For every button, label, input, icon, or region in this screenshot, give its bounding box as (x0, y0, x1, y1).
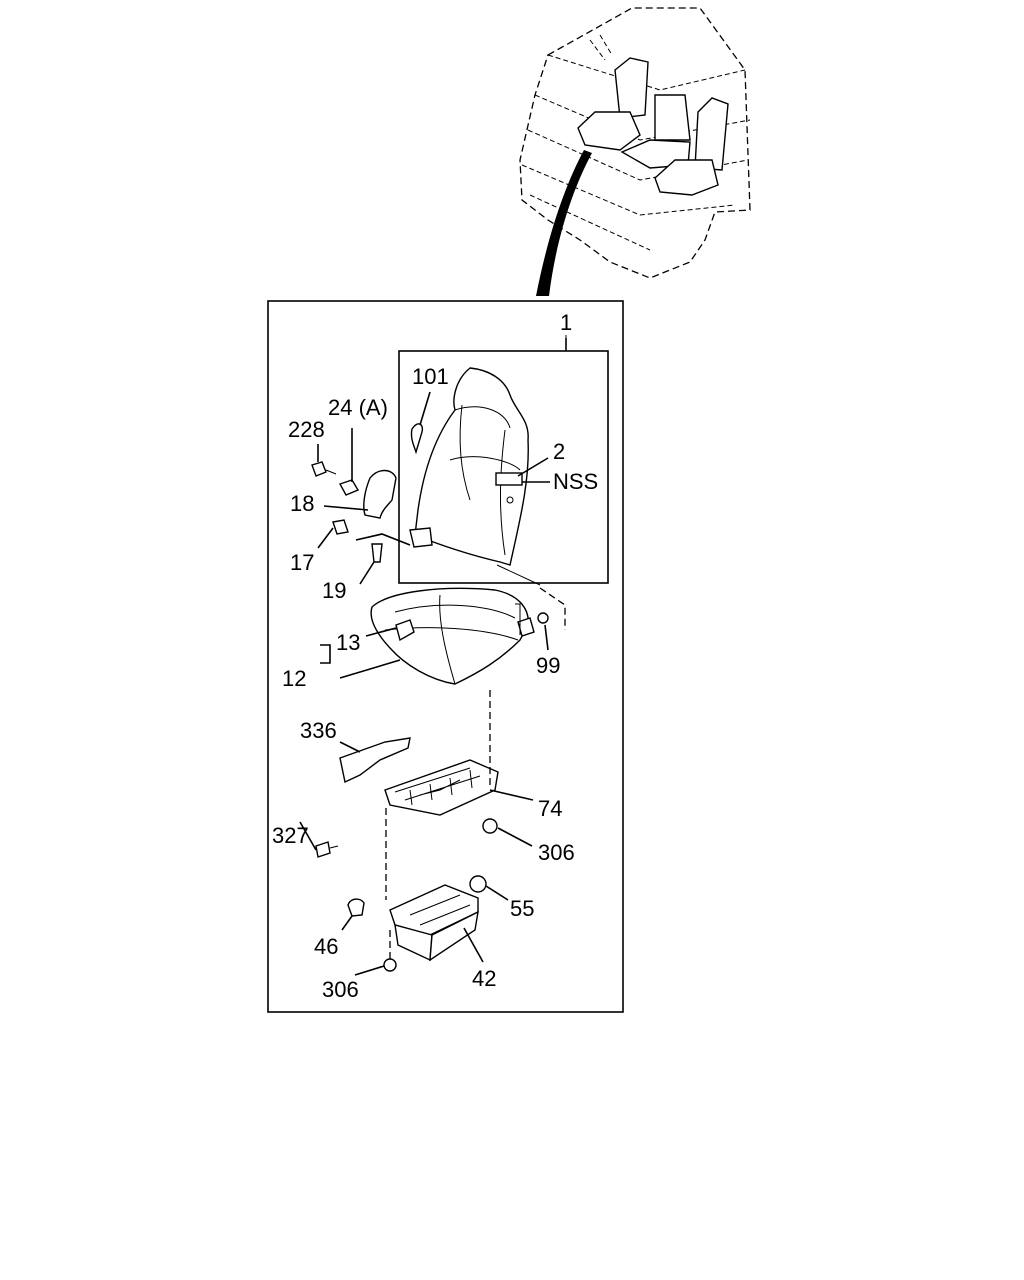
recliner-parts (311, 461, 397, 563)
cab-driver-seat-cushion (577, 111, 641, 151)
callout-nss: NSS (553, 469, 598, 494)
part-228-screw (311, 461, 327, 477)
callout-13: 13 (336, 630, 360, 655)
part-336-bracket (339, 737, 411, 784)
part-99-clip (537, 612, 549, 624)
part-306-nut-lower (383, 958, 397, 972)
callout-19: 19 (322, 578, 346, 603)
cab-overview-illustration (519, 7, 751, 296)
callout-336: 336 (300, 718, 337, 743)
callout-17: 17 (290, 550, 314, 575)
part-46-bolt (347, 898, 365, 917)
callout-2: 2 (553, 439, 565, 464)
cab-middle-seat-back (654, 94, 691, 141)
callout-74: 74 (538, 796, 562, 821)
callout-labels: 1 101 24 (A) 228 2 NSS 18 17 19 13 12 99… (272, 310, 598, 1002)
callout-42: 42 (472, 966, 496, 991)
part-19-screw (371, 543, 383, 563)
part-24-knob (338, 479, 360, 496)
callout-101: 101 (412, 364, 449, 389)
callout-306-lower: 306 (322, 977, 359, 1002)
seat-slide-frame (315, 737, 499, 858)
cab-passenger-seat-cushion (654, 159, 719, 196)
part-74-slide-rail (384, 759, 499, 816)
part-327-screw (315, 841, 331, 858)
callout-99: 99 (536, 653, 560, 678)
callout-55: 55 (510, 896, 534, 921)
part-18-recliner-cover (363, 469, 397, 519)
callout-1: 1 (560, 310, 572, 335)
part-101-clip (410, 423, 424, 455)
leader-lines (299, 338, 567, 976)
cushion-hook (517, 617, 535, 637)
part-17-bolt (332, 519, 349, 535)
part-13-trim (395, 619, 415, 642)
back-bracket (409, 527, 433, 548)
pointer-arrow (536, 150, 592, 296)
part-306-nut-upper (482, 818, 498, 834)
callout-327: 327 (272, 823, 309, 848)
seat-riser (347, 875, 487, 972)
seat-cushion (370, 587, 549, 685)
callout-306-upper: 306 (538, 840, 575, 865)
cab-driver-seat-back (614, 57, 649, 119)
callout-12: 12 (282, 666, 306, 691)
main-frame (267, 300, 624, 1013)
callout-46: 46 (314, 934, 338, 959)
callout-228: 228 (288, 417, 325, 442)
callout-18: 18 (290, 491, 314, 516)
part-55-nut (469, 875, 487, 893)
seat-back-assembly-box (398, 350, 609, 584)
cab-passenger-seat-back (694, 97, 729, 171)
seat-belt-guide (495, 472, 523, 486)
guide-lines (385, 564, 566, 960)
callout-24a: 24 (A) (328, 395, 388, 420)
seat-back (409, 367, 529, 566)
